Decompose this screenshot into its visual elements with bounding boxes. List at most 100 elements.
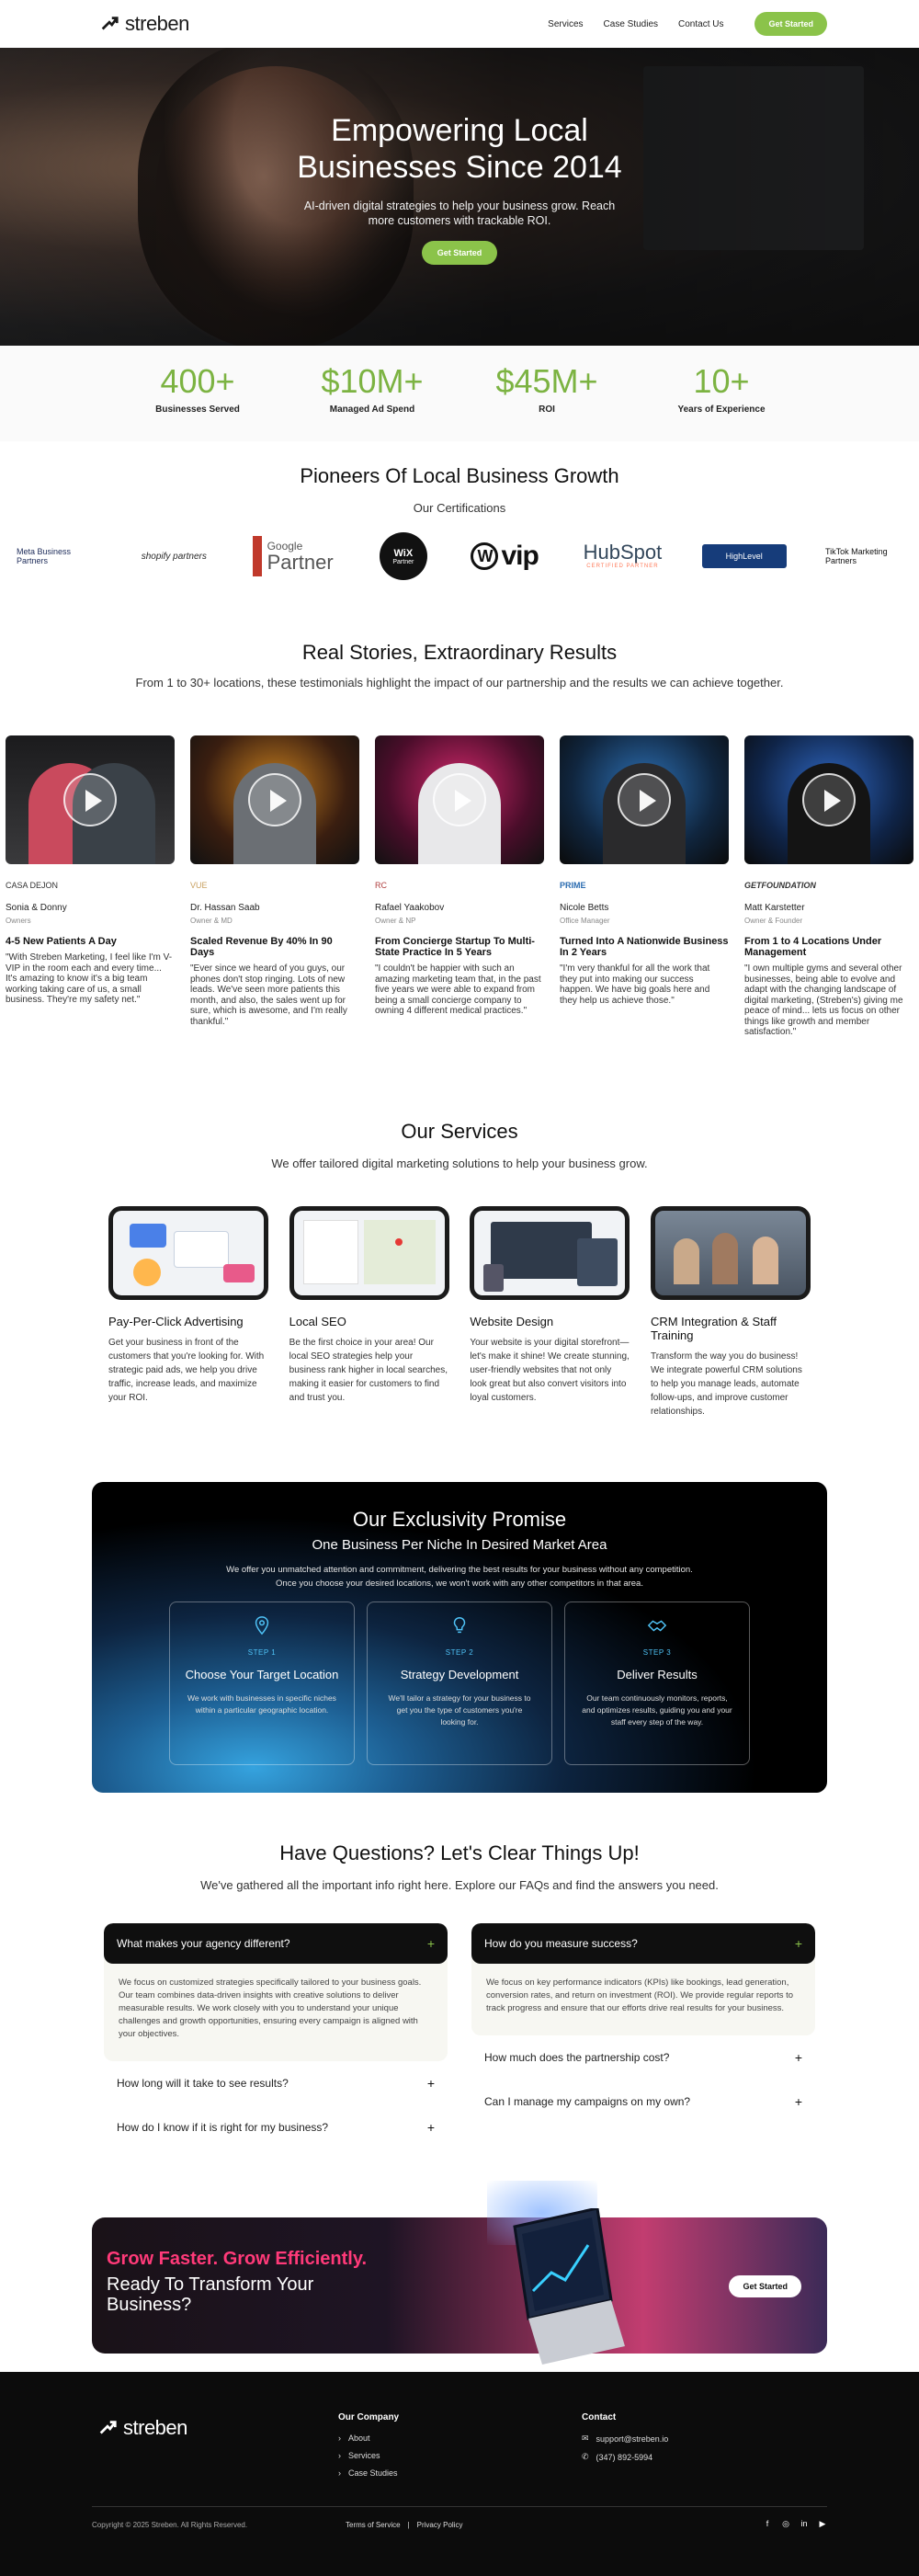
step-card: STEP 3 Deliver Results Our team continuo… <box>564 1601 750 1765</box>
play-icon[interactable] <box>802 773 856 826</box>
instagram-icon[interactable]: ◎ <box>782 2519 789 2528</box>
logo[interactable]: streben <box>99 12 189 36</box>
faq-question-text: How do you measure success? <box>484 1937 638 1950</box>
highlevel-logo: HighLevel <box>701 544 787 568</box>
service-title: Local SEO <box>289 1315 346 1328</box>
expand-icon[interactable]: + <box>794 1936 802 1951</box>
facebook-icon[interactable]: f <box>766 2519 769 2528</box>
service-text: Your website is your digital storefront—… <box>470 1338 630 1403</box>
faq-item-open: What makes your agency different? + We f… <box>104 1923 448 2061</box>
step-card: STEP 1 Choose Your Target Location We wo… <box>169 1601 355 1765</box>
play-icon[interactable] <box>63 773 117 826</box>
exclusivity-section: Our Exclusivity Promise One Business Per… <box>92 1482 827 1793</box>
chevron-right-icon: › <box>338 2468 341 2478</box>
location-pin-icon <box>252 1615 272 1636</box>
wix-label: WiX <box>393 547 414 559</box>
nav-link-services[interactable]: Services <box>548 18 584 29</box>
step-number: STEP 1 <box>247 1648 277 1657</box>
expand-icon[interactable]: + <box>794 2094 802 2109</box>
linkedin-icon[interactable]: in <box>800 2519 808 2528</box>
service-text: Transform the way you do business! We in… <box>650 1351 802 1417</box>
client-logo: GETFOUNDATION <box>744 881 816 890</box>
testimonial-video[interactable] <box>190 735 359 864</box>
faq-question[interactable]: How do I know if it is right for my busi… <box>104 2105 448 2149</box>
testimonial-video[interactable] <box>6 735 175 864</box>
hero-overlay <box>0 48 919 346</box>
nav-link-contact[interactable]: Contact Us <box>678 18 724 29</box>
service-title: Pay-Per-Click Advertising <box>108 1315 244 1328</box>
lightbulb-icon <box>449 1615 470 1636</box>
hubspot-partner-logo: HubSpot CERTIFIED PARTNER <box>582 542 663 570</box>
play-icon[interactable] <box>618 773 671 826</box>
cta-get-started-button[interactable]: Get Started <box>729 2275 801 2297</box>
privacy-link[interactable]: Privacy Policy <box>416 2521 463 2529</box>
chevron-right-icon: › <box>338 2451 341 2460</box>
service-text: Get your business in front of the custom… <box>108 1338 265 1403</box>
expand-icon[interactable]: + <box>426 2076 435 2091</box>
faq-question[interactable]: Can I manage my campaigns on my own? + <box>471 2080 815 2124</box>
faq-title: Have Questions? Let's Clear Things Up! <box>279 1841 640 1864</box>
stat-label: Managed Ad Spend <box>329 405 415 415</box>
nav-get-started-button[interactable]: Get Started <box>754 12 827 36</box>
testimonial-video[interactable] <box>375 735 544 864</box>
testimonial-headline: 4-5 New Patients A Day <box>6 936 117 947</box>
footer-contact-heading: Contact <box>582 2412 617 2422</box>
footer-link-services[interactable]: ›Services <box>338 2451 399 2460</box>
client-name: Rafael Yaakobov <box>375 903 445 913</box>
wix-partner-logo: WiX Partner <box>379 532 427 580</box>
legal-separator: | <box>407 2521 410 2529</box>
google-partner-big: Partner <box>267 551 334 574</box>
play-icon[interactable] <box>248 773 301 826</box>
testimonial-quote: "I own multiple gyms and several other b… <box>744 963 903 1037</box>
footer-link-about[interactable]: ›About <box>338 2434 399 2443</box>
exclusivity-title: Our Exclusivity Promise <box>352 1508 567 1531</box>
service-card-local-seo[interactable]: Local SEO Be the first choice in your ar… <box>289 1206 449 1419</box>
stat-value: 10+ <box>693 362 750 400</box>
client-name: Dr. Hassan Saab <box>190 903 260 913</box>
testimonial-card: PRIME Nicole Betts Office Manager Turned… <box>560 735 729 1038</box>
testimonial-video[interactable] <box>560 735 729 864</box>
play-icon[interactable] <box>433 773 486 826</box>
nav-link-case-studies[interactable]: Case Studies <box>603 18 659 29</box>
hero-section: Empowering Local Businesses Since 2014 A… <box>0 48 919 346</box>
faq-question[interactable]: How much does the partnership cost? + <box>471 2035 815 2080</box>
step-card: STEP 2 Strategy Development We'll tailor… <box>367 1601 552 1765</box>
faq-question[interactable]: How long will it take to see results? + <box>104 2061 448 2105</box>
wordpress-vip-logo: W vip <box>466 541 543 572</box>
stat-label: Years of Experience <box>677 405 766 415</box>
exclusivity-description: We offer you unmatched attention and com… <box>226 1565 693 1589</box>
exclusivity-steps: STEP 1 Choose Your Target Location We wo… <box>169 1601 750 1765</box>
footer-link-case-studies[interactable]: ›Case Studies <box>338 2468 399 2478</box>
service-card-crm[interactable]: CRM Integration & Staff Training Transfo… <box>650 1206 811 1419</box>
hero-get-started-button[interactable]: Get Started <box>421 241 498 265</box>
certification-logos: Meta Business Partners shopify partners … <box>17 532 904 580</box>
chevron-right-icon: › <box>338 2434 341 2443</box>
expand-icon[interactable]: + <box>426 1936 435 1951</box>
step-title: Deliver Results <box>617 1668 698 1681</box>
footer-logo[interactable]: streben <box>97 2416 187 2440</box>
crm-illustration <box>650 1206 811 1300</box>
google-partner-small: Google <box>267 540 303 553</box>
service-card-ppc[interactable]: Pay-Per-Click Advertising Get your busin… <box>108 1206 268 1419</box>
youtube-icon[interactable]: ▶ <box>819 2519 826 2528</box>
faq-column-left: What makes your agency different? + We f… <box>104 1923 448 2149</box>
testimonial-video[interactable] <box>744 735 913 864</box>
stat-value: $10M+ <box>321 362 424 400</box>
mail-icon: ✉ <box>582 2434 589 2443</box>
footer-email[interactable]: ✉support@streben.io <box>582 2434 668 2444</box>
faq-question[interactable]: What makes your agency different? + <box>104 1923 448 1964</box>
testimonial-card: GETFOUNDATION Matt Karstetter Owner & Fo… <box>744 735 913 1038</box>
cta-subheadline: Ready To Transform Your Business? <box>107 2274 314 2315</box>
service-card-website-design[interactable]: Website Design Your website is your digi… <box>470 1206 630 1419</box>
testimonial-headline: Scaled Revenue By 40% In 90 Days <box>190 936 333 958</box>
wordpress-icon: W <box>471 542 499 570</box>
faq-question[interactable]: How do you measure success? + <box>471 1923 815 1964</box>
footer-phone[interactable]: ✆(347) 892-5994 <box>582 2452 668 2462</box>
wix-sub: Partner <box>392 558 414 565</box>
expand-icon[interactable]: + <box>426 2120 435 2135</box>
expand-icon[interactable]: + <box>794 2050 802 2065</box>
testimonial-card: VUE Dr. Hassan Saab Owner & MD Scaled Re… <box>190 735 359 1038</box>
stat-ad-spend: $10M+ Managed Ad Spend <box>285 346 460 441</box>
meta-partner-logo: Meta Business Partners <box>17 547 72 565</box>
terms-link[interactable]: Terms of Service <box>346 2521 401 2529</box>
